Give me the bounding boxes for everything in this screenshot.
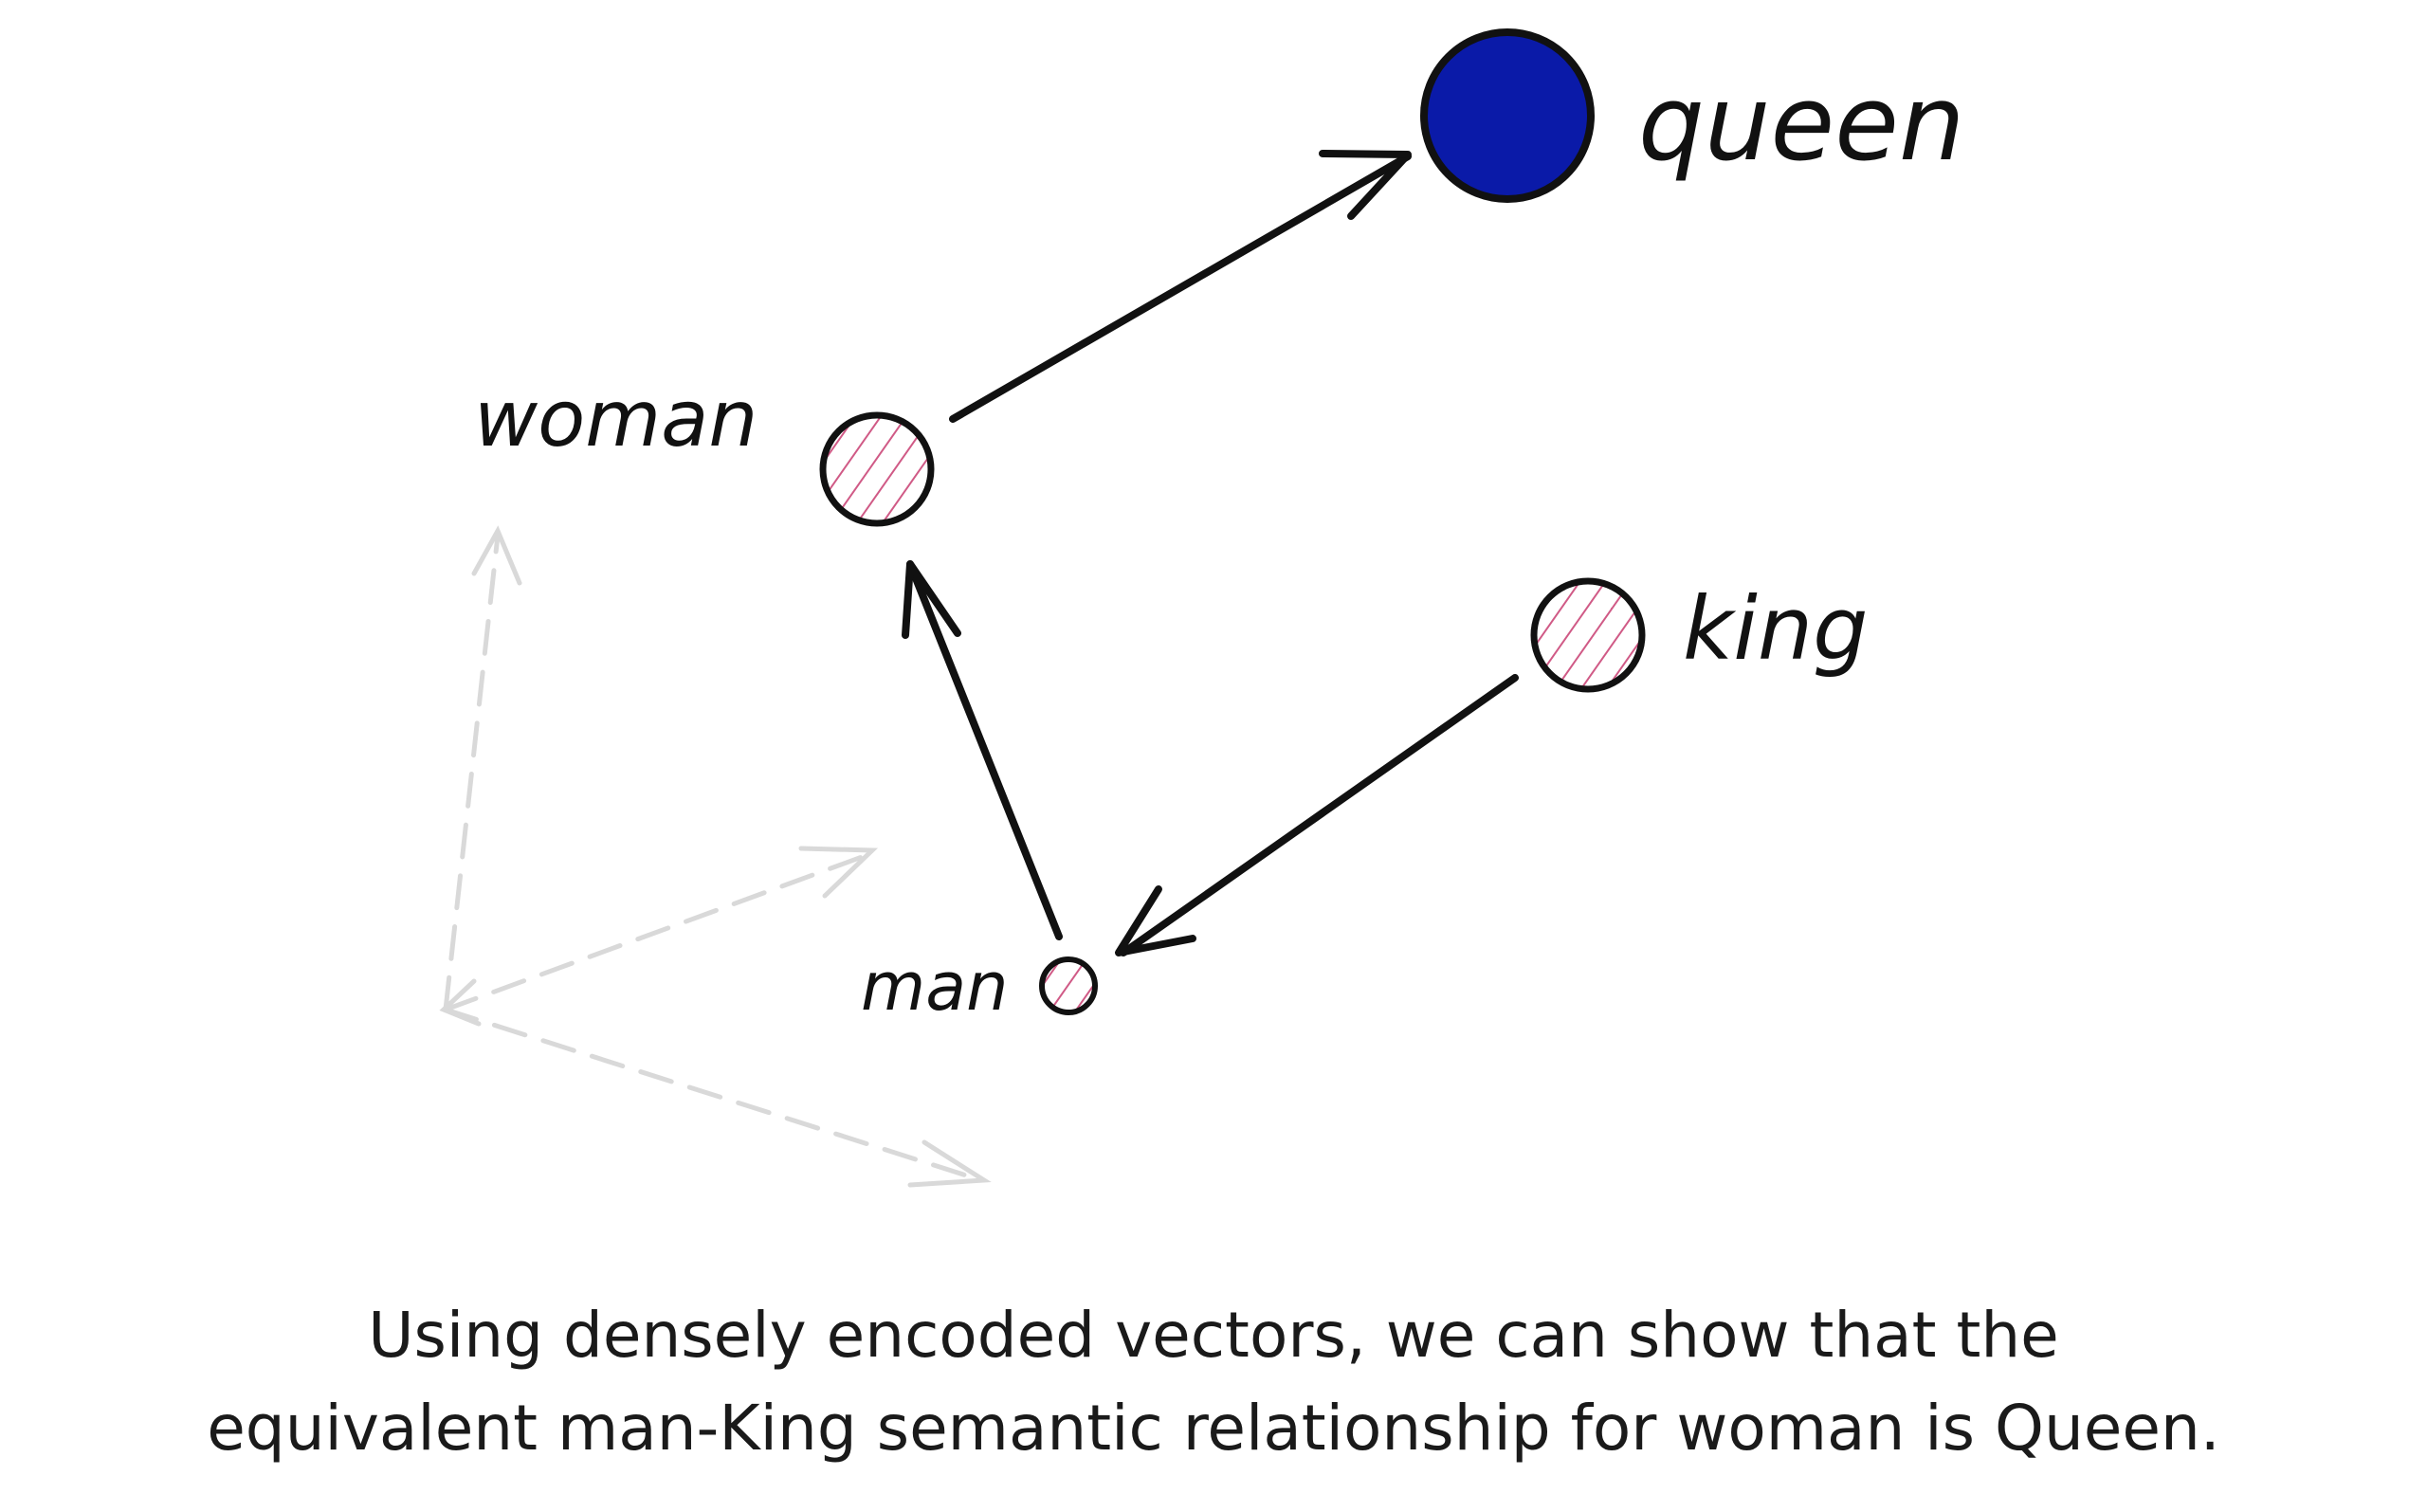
- woman-to-queen-arrowhead: [1319, 150, 1412, 220]
- caption-line-2: equivalent man-King semantic relationshi…: [207, 1392, 2220, 1465]
- background-axes: [443, 533, 984, 1183]
- axis-right-up-arrowhead: [798, 846, 879, 899]
- axis-right-down: [443, 1007, 984, 1183]
- axis-origin-mark: [439, 978, 482, 1027]
- woman-to-queen-arrow: [949, 153, 1412, 423]
- label-woman: woman: [474, 374, 757, 465]
- caption-line-1: Using densely encoded vectors, we can sh…: [368, 1299, 2059, 1372]
- queen-node: [1420, 28, 1595, 203]
- woman-node: [819, 411, 935, 527]
- man-to-woman-arrowhead: [902, 560, 961, 639]
- label-queen: queen: [1638, 63, 1965, 184]
- man-to-woman-arrow: [906, 560, 1063, 940]
- man-node: [1039, 956, 1098, 1015]
- king-to-man-arrow: [1120, 674, 1519, 956]
- axis-up-arrowhead: [471, 525, 522, 586]
- relationship-arrows: [902, 150, 1519, 956]
- king-node: [1530, 577, 1646, 693]
- king-to-man-arrowhead: [1115, 885, 1196, 956]
- axis-right-up: [443, 850, 875, 1012]
- axis-right-down-arrowhead: [907, 1139, 992, 1188]
- label-king: king: [1683, 578, 1869, 680]
- label-man: man: [861, 948, 1008, 1026]
- background-axes-arrowheads: [439, 525, 992, 1188]
- caption: Using densely encoded vectors, we can sh…: [0, 1289, 2427, 1475]
- axis-up: [443, 533, 501, 1012]
